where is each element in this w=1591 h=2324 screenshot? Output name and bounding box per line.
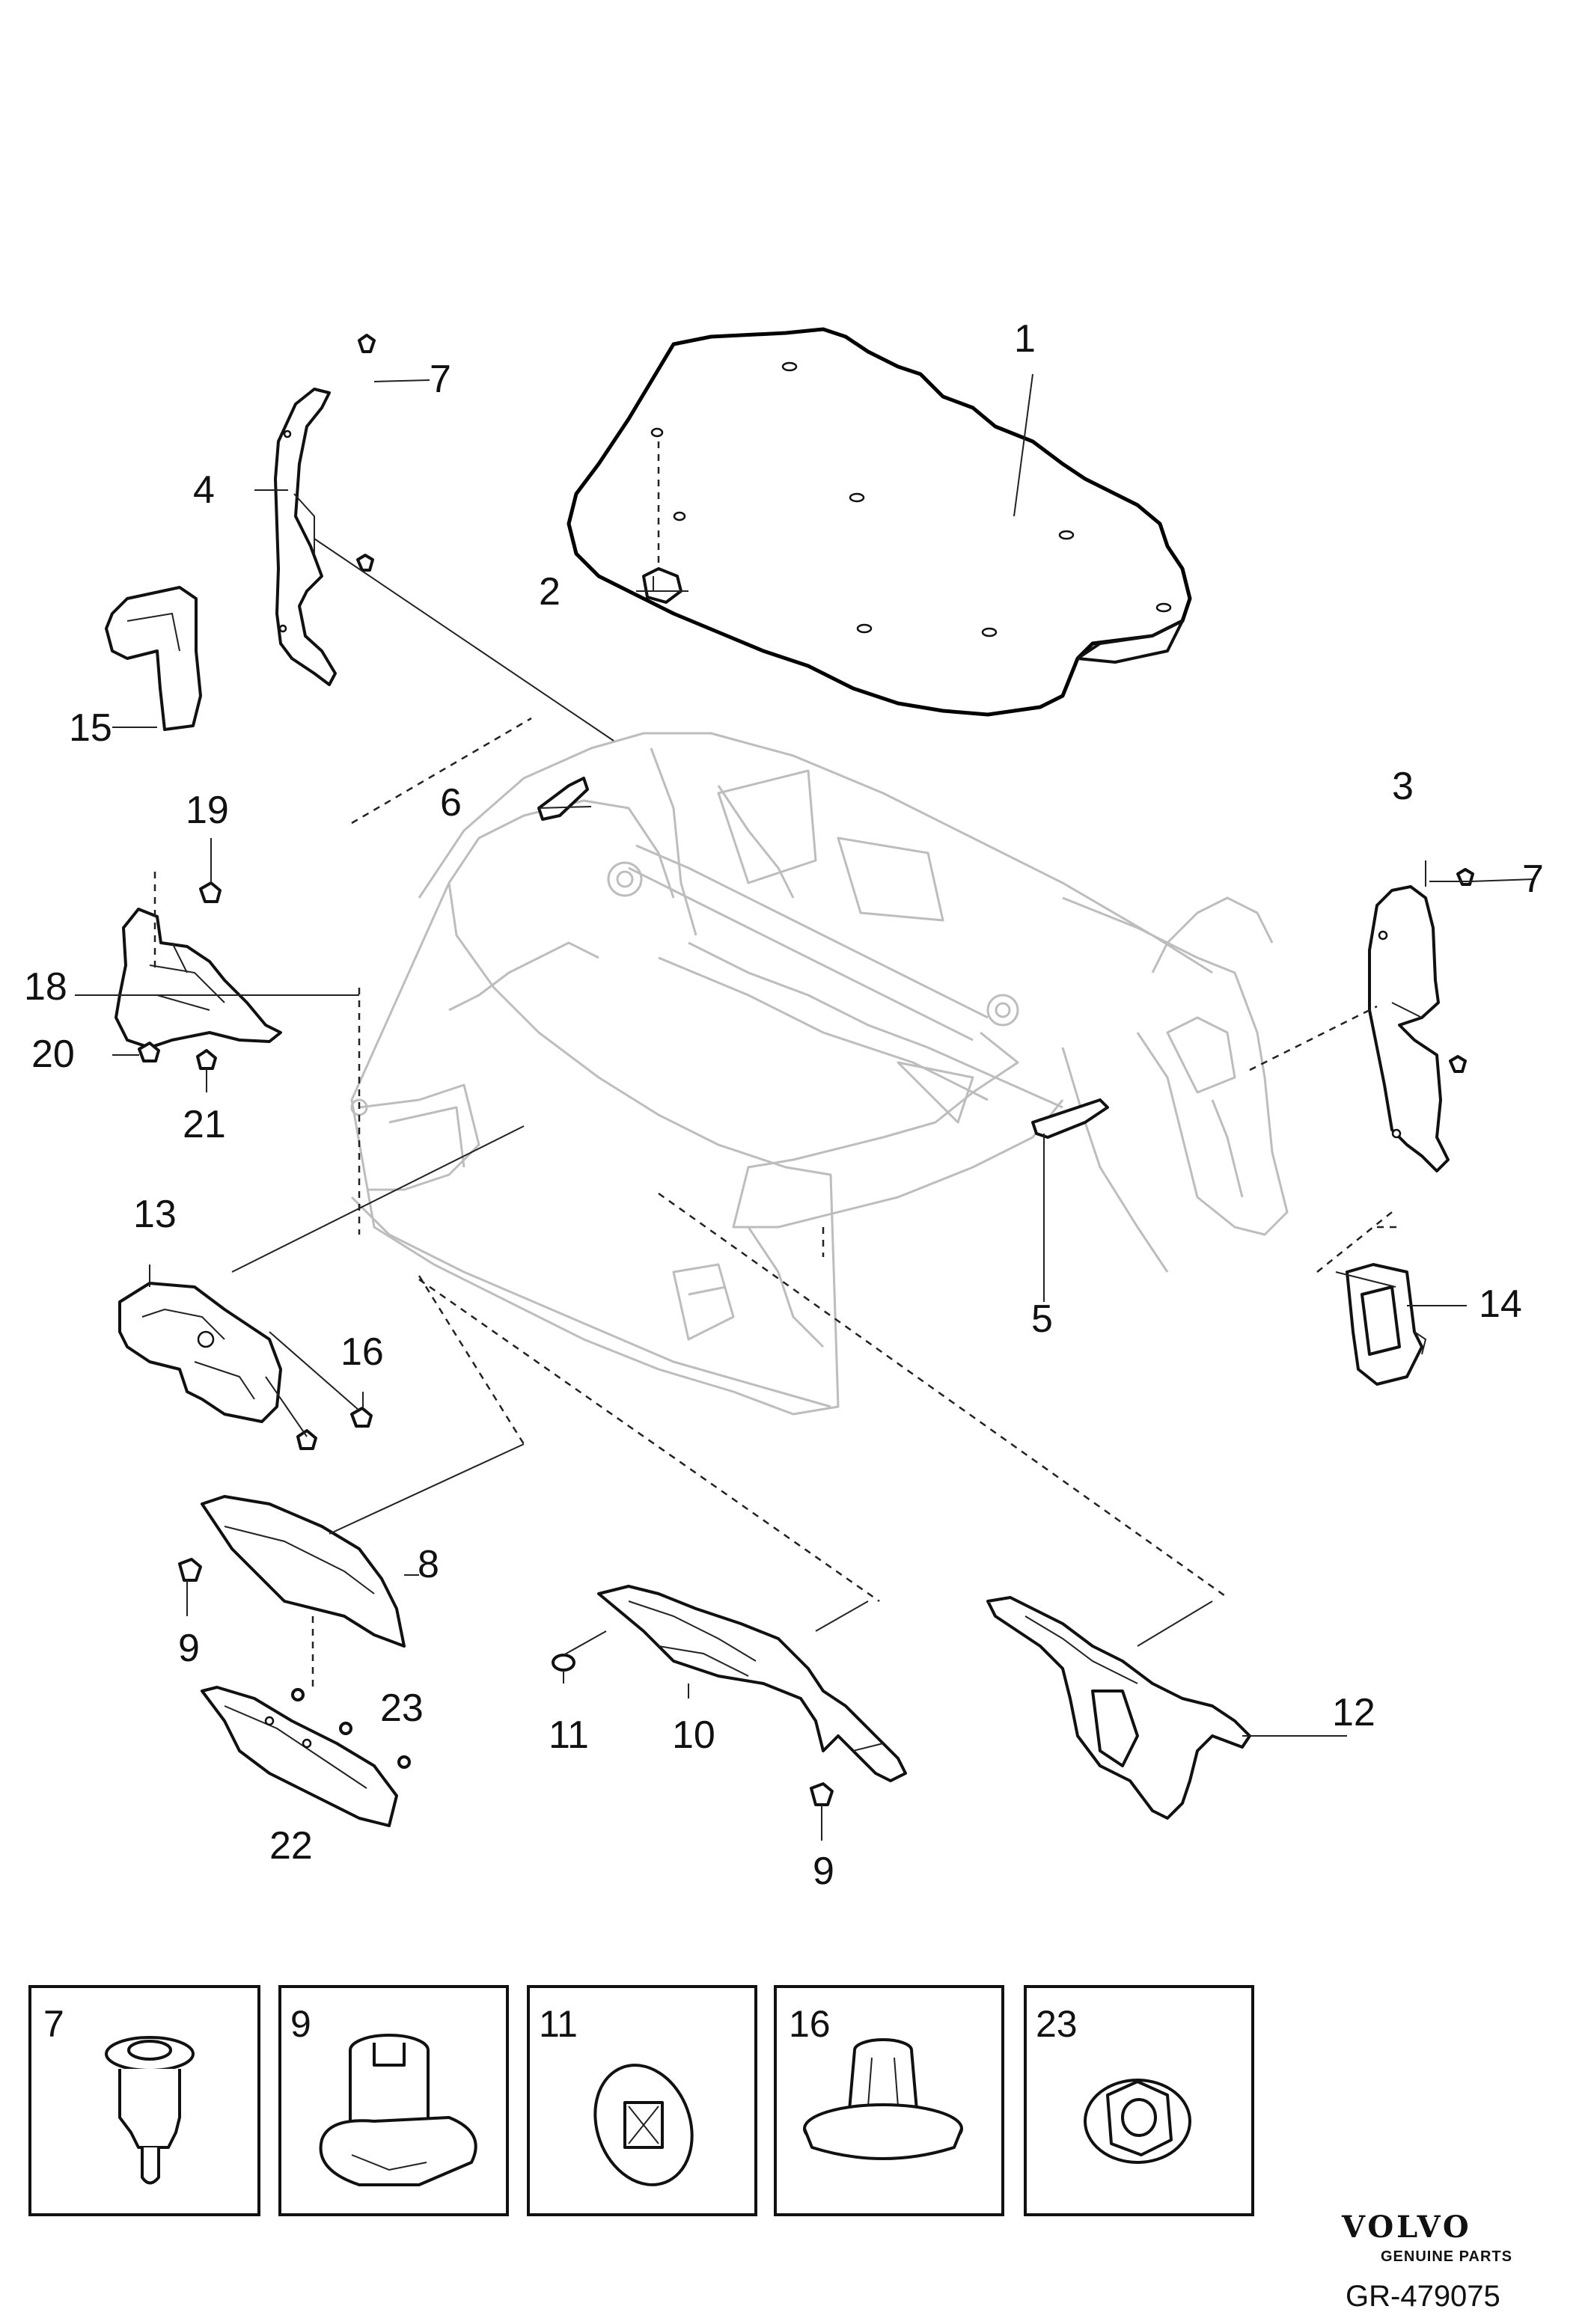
fastener-13-bolt bbox=[296, 1429, 317, 1450]
diagram-reference: GR-479075 bbox=[1346, 2280, 1500, 2313]
push-rivet-icon bbox=[105, 2036, 195, 2185]
svg-text:9: 9 bbox=[290, 2003, 311, 2045]
fastener-9-bottom bbox=[810, 1782, 834, 1806]
detail-box-16: 16 bbox=[774, 1985, 1004, 2216]
part-22-bracket bbox=[201, 1686, 398, 1827]
callout-7-right: 7 bbox=[1522, 857, 1544, 901]
callout-20: 20 bbox=[31, 1033, 75, 1076]
detail-box-9: 9 bbox=[278, 1985, 509, 2216]
part-5-bracket bbox=[1031, 1098, 1109, 1139]
fastener-20 bbox=[138, 1042, 160, 1062]
svg-text:7: 7 bbox=[43, 2003, 64, 2045]
flange-nut-icon bbox=[1084, 2079, 1191, 2164]
callout-22: 22 bbox=[269, 1824, 313, 1868]
fastener-9-left bbox=[178, 1558, 202, 1582]
part-18-bracket bbox=[114, 908, 282, 1049]
callout-23: 23 bbox=[380, 1687, 424, 1730]
callout-labels: 1 2 3 4 5 6 7 7 8 9 9 10 11 12 13 14 15 … bbox=[24, 317, 1544, 1893]
callout-13: 13 bbox=[133, 1193, 177, 1236]
callout-6: 6 bbox=[440, 781, 462, 825]
part-3-side-panel bbox=[1368, 885, 1450, 1172]
washer-icon bbox=[593, 2064, 694, 2186]
callout-10: 10 bbox=[672, 1713, 715, 1757]
callout-11: 11 bbox=[549, 1713, 589, 1757]
fastener-detail-boxes: 7 9 11 bbox=[28, 1985, 1254, 2216]
fastener-23-a bbox=[291, 1688, 305, 1701]
callout-12: 12 bbox=[1332, 1691, 1375, 1734]
callout-7-top: 7 bbox=[430, 358, 451, 401]
part-8-panel bbox=[201, 1495, 406, 1648]
callout-2: 2 bbox=[539, 570, 561, 614]
logo-brand: VOLVO bbox=[1341, 2210, 1472, 2245]
vehicle-front-structure bbox=[350, 732, 1289, 1416]
callout-15: 15 bbox=[69, 706, 112, 750]
callout-3: 3 bbox=[1392, 765, 1414, 808]
part-14-cover bbox=[1346, 1263, 1427, 1386]
part-13-cover bbox=[118, 1282, 282, 1423]
expansion-clip-icon bbox=[803, 2038, 963, 2160]
part-12-bracket bbox=[986, 1596, 1251, 1820]
part-6-bracket bbox=[537, 777, 589, 821]
fastener-21 bbox=[196, 1049, 217, 1070]
detail-box-23: 23 bbox=[1024, 1985, 1254, 2216]
svg-text:23: 23 bbox=[1036, 2003, 1078, 2045]
leader-lines bbox=[75, 373, 1535, 1841]
part-10-panel bbox=[597, 1585, 907, 1782]
callout-14: 14 bbox=[1479, 1282, 1522, 1326]
spring-nut-icon bbox=[319, 2034, 477, 2186]
callout-16: 16 bbox=[341, 1330, 384, 1374]
fastener-7-top bbox=[358, 334, 376, 353]
fastener-23-b bbox=[339, 1722, 352, 1735]
callout-19: 19 bbox=[186, 789, 229, 832]
callout-9-bottom: 9 bbox=[813, 1850, 834, 1893]
callout-1: 1 bbox=[1014, 317, 1036, 361]
part-15-bracket bbox=[105, 586, 202, 731]
fastener-19 bbox=[199, 881, 222, 903]
svg-text:16: 16 bbox=[789, 2003, 831, 2045]
part-4-side-panel bbox=[274, 388, 337, 686]
part-1-hood-insulator bbox=[567, 327, 1192, 717]
callout-21: 21 bbox=[183, 1103, 226, 1146]
callout-8: 8 bbox=[418, 1543, 439, 1586]
fastener-11 bbox=[552, 1654, 575, 1672]
logo-tagline: GENUINE PARTS bbox=[1381, 2248, 1512, 2265]
svg-text:11: 11 bbox=[539, 2003, 578, 2045]
detail-box-7: 7 bbox=[28, 1985, 260, 2216]
detail-box-11: 11 bbox=[527, 1985, 757, 2216]
dashed-guides bbox=[153, 717, 1399, 1691]
volvo-logo: VOLVO GENUINE PARTS bbox=[1341, 2210, 1512, 2265]
fastener-23-c bbox=[397, 1755, 411, 1769]
fastener-7-right-lower bbox=[1449, 1055, 1467, 1073]
fastener-7-mid bbox=[356, 554, 374, 572]
callout-9-left: 9 bbox=[178, 1627, 200, 1670]
callout-4: 4 bbox=[193, 468, 215, 512]
fastener-16 bbox=[350, 1407, 373, 1428]
callout-18: 18 bbox=[24, 965, 67, 1009]
callout-5: 5 bbox=[1031, 1297, 1053, 1341]
